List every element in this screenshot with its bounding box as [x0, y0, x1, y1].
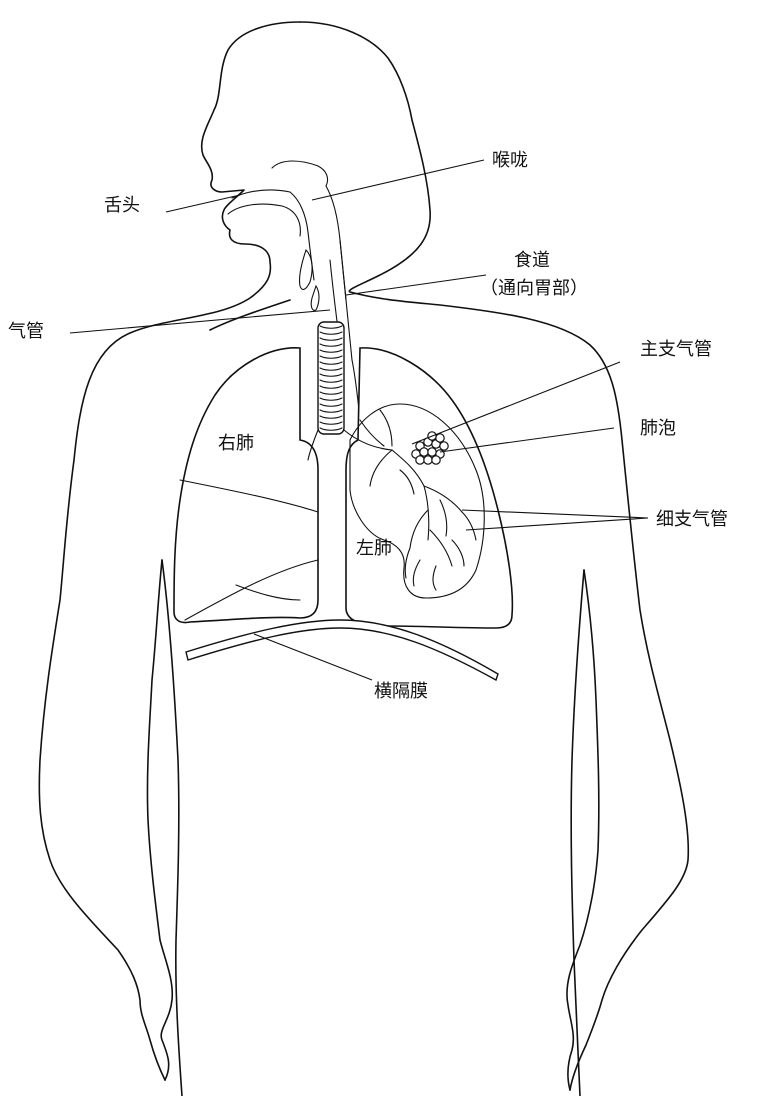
diaphragm-leader [254, 634, 372, 680]
pharynx-back [326, 186, 346, 300]
alveolus [428, 448, 436, 456]
trachea-leader [70, 310, 330, 333]
tongue-label: 舌头 [104, 195, 140, 217]
trachea-label: 气管 [8, 321, 44, 343]
alveolus [432, 456, 440, 464]
esophagus-note-label: （通向胃部） [480, 278, 588, 300]
alveolus [416, 456, 424, 464]
diaphragm-shape [186, 620, 498, 680]
tongue-shape [228, 204, 300, 236]
alveolus [440, 442, 448, 450]
torso-right-side [162, 560, 182, 1096]
esophagus-leader [346, 275, 486, 295]
nasal-cavity [272, 161, 328, 186]
right-lung-label: 右肺 [218, 433, 254, 455]
pharynx-leader [312, 160, 484, 200]
pharynx-label: 喉咙 [492, 150, 528, 172]
alveoli-label: 肺泡 [640, 418, 676, 440]
alveolus [424, 456, 432, 464]
torso-left-side [571, 570, 584, 1096]
left-lung-label: 左肺 [356, 538, 392, 560]
upper-airway [290, 192, 314, 280]
right-lung-shape [174, 348, 318, 623]
diaphragm-label: 横隔膜 [374, 681, 428, 703]
esophagus-label: 食道 [514, 250, 550, 272]
alveolus [420, 448, 428, 456]
larynx [299, 250, 312, 289]
bronchioles-label: 细支气管 [656, 509, 728, 531]
right-arm-inner [147, 560, 172, 1080]
main-bronchus-label: 主支气管 [640, 339, 712, 361]
alveolus [436, 434, 444, 442]
larynx-lower [311, 286, 319, 310]
